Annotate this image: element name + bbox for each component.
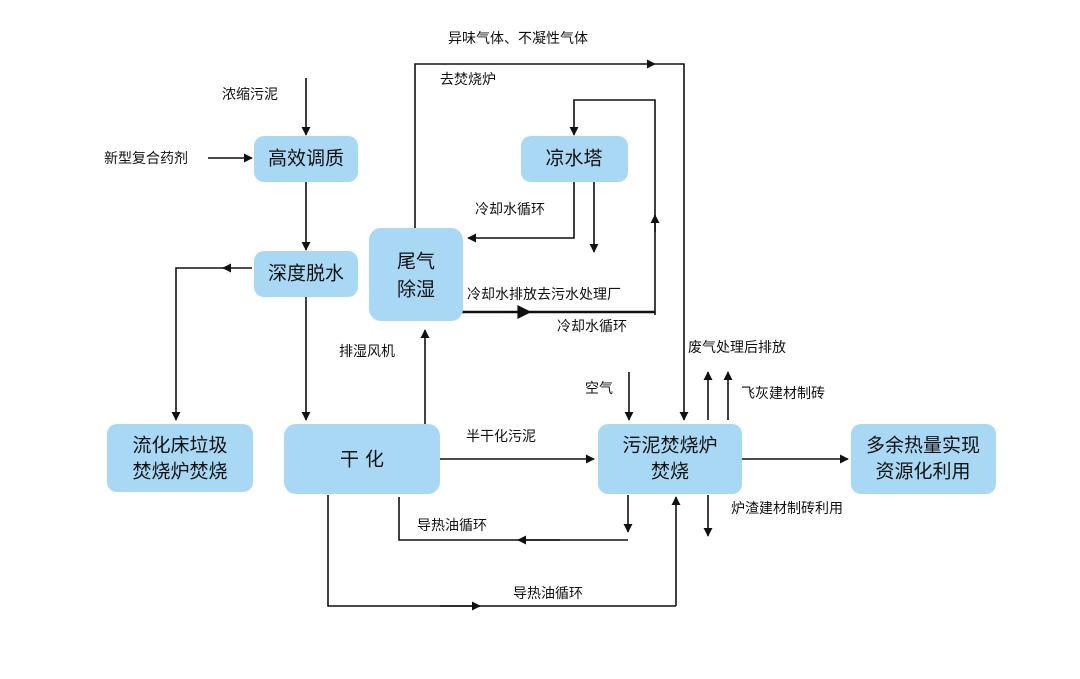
label-feihui: 飞灰建材制砖	[741, 386, 825, 402]
node-weiqi: 尾气 除湿	[369, 228, 463, 321]
node-tiaozhi: 高效调质	[254, 136, 358, 182]
node-duoyu-line2: 资源化利用	[875, 461, 970, 483]
node-duoyu: 多余热量实现 资源化利用	[851, 424, 996, 494]
node-tuoshui: 深度脱水	[254, 251, 358, 297]
label-daoreyou-2: 导热油循环	[513, 586, 583, 602]
label-banganhua: 半干化污泥	[466, 429, 536, 445]
node-tuoshui-label: 深度脱水	[268, 263, 344, 285]
label-lengque-paifang: 冷却水排放去污水处理厂	[467, 287, 621, 303]
node-ganhua: 干 化	[284, 424, 440, 494]
node-fenshao-line2: 焚烧	[651, 461, 689, 483]
node-liangshuita-label: 凉水塔	[545, 148, 602, 170]
label-luzha: 炉渣建材制砖利用	[731, 501, 843, 517]
label-yaoji: 新型复合药剂	[104, 150, 188, 167]
node-fenshao-line1: 污泥焚烧炉	[622, 435, 717, 457]
label-paishi: 排湿风机	[339, 344, 395, 360]
arrow-tuoshui-to-liuhua	[171, 267, 252, 421]
label-lengque-2: 冷却水循环	[557, 319, 627, 335]
arrow-liangshuita-to-weiqi	[467, 182, 575, 243]
node-liuhua-line2: 焚烧炉焚烧	[132, 461, 227, 483]
label-yiwei: 异味气体、不凝性气体	[448, 31, 588, 47]
node-fenshao: 污泥焚烧炉 焚烧	[598, 424, 742, 494]
node-liuhua-line1: 流化床垃圾	[132, 435, 227, 457]
label-qufenshaolu: 去焚烧炉	[440, 72, 496, 88]
line-yiwei-down-to-fenshao	[655, 63, 689, 421]
node-weiqi-line2: 除湿	[397, 279, 435, 301]
arrow-weiqi-to-fenshaolu	[414, 59, 656, 228]
label-kongqi: 空气	[585, 381, 613, 397]
node-liuhua: 流化床垃圾 焚烧炉焚烧	[107, 424, 253, 492]
label-daoreyou-1: 导热油循环	[417, 518, 487, 534]
node-ganhua-label: 干 化	[340, 449, 384, 471]
node-duoyu-line1: 多余热量实现	[866, 435, 980, 457]
node-tiaozhi-label: 高效调质	[268, 148, 344, 170]
line-youxunhuan-outer	[327, 495, 676, 607]
node-liangshuita: 凉水塔	[521, 136, 628, 182]
label-lengque-1: 冷却水循环	[475, 202, 545, 218]
arrow-loop-into-liangshuita	[569, 99, 656, 232]
label-nongsuo: 浓缩污泥	[222, 87, 278, 103]
label-feiqi: 废气处理后排放	[688, 340, 786, 356]
node-weiqi-line1: 尾气	[397, 251, 435, 273]
